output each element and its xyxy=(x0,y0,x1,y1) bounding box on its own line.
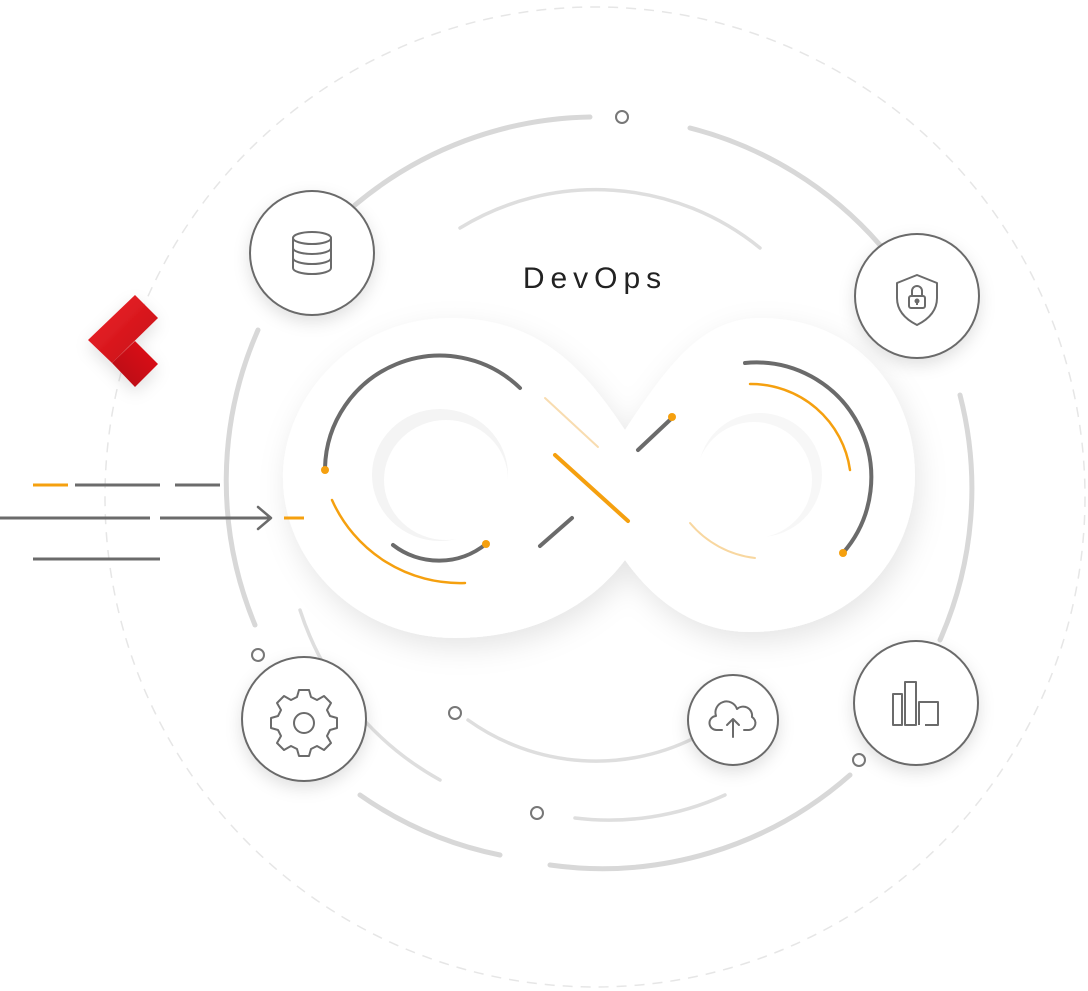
ring-dots xyxy=(251,110,866,820)
infinity-shape xyxy=(283,318,915,638)
cloud-upload-icon xyxy=(708,700,757,738)
gear-node xyxy=(241,656,367,782)
infinity-dots xyxy=(321,413,847,557)
arrow-head-icon xyxy=(256,505,273,531)
gear-icon xyxy=(270,689,338,757)
incoming-lines xyxy=(0,483,304,561)
main-ring xyxy=(223,114,975,872)
red-chevron-logo xyxy=(88,295,158,387)
shield-lock-icon xyxy=(896,274,938,326)
infinity-strokes xyxy=(323,353,874,585)
database-icon xyxy=(292,231,332,275)
outer-dashed-ring xyxy=(104,6,1086,988)
diagram-title: DevOps xyxy=(522,262,668,295)
inner-arcs xyxy=(298,187,762,822)
bar-chart-icon xyxy=(892,681,939,726)
